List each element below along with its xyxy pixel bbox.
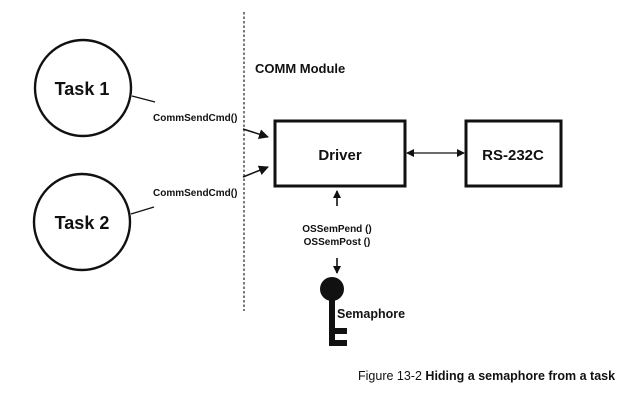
figure-caption: Figure 13-2 Hiding a semaphore from a ta… (358, 369, 615, 383)
call-arrow-2 (242, 165, 269, 178)
task-1-label: Task 1 (55, 79, 110, 99)
call-arrow-1 (242, 128, 269, 140)
semaphore-label: Semaphore (337, 307, 405, 321)
sem-post-label: OSSemPost () (304, 237, 371, 248)
module-label: COMM Module (255, 61, 345, 76)
driver-box: Driver (273, 119, 407, 188)
driver-label: Driver (318, 147, 362, 164)
task-1-connector (131, 95, 156, 103)
call-label-1: CommSendCmd() (153, 113, 237, 124)
task-2-label: Task 2 (55, 213, 110, 233)
task-2-connector (130, 206, 155, 215)
task-1-node: Task 1 (33, 38, 133, 138)
rs232c-label: RS-232C (482, 147, 544, 164)
caption-title: Hiding a semaphore from a task (425, 369, 616, 383)
task-2-node: Task 2 (32, 172, 132, 272)
key-icon (320, 277, 347, 346)
caption-number: Figure 13-2 (358, 369, 422, 383)
rs232c-box: RS-232C (464, 119, 563, 188)
sem-pend-label: OSSemPend () (302, 224, 371, 235)
call-label-2: CommSendCmd() (153, 188, 237, 199)
